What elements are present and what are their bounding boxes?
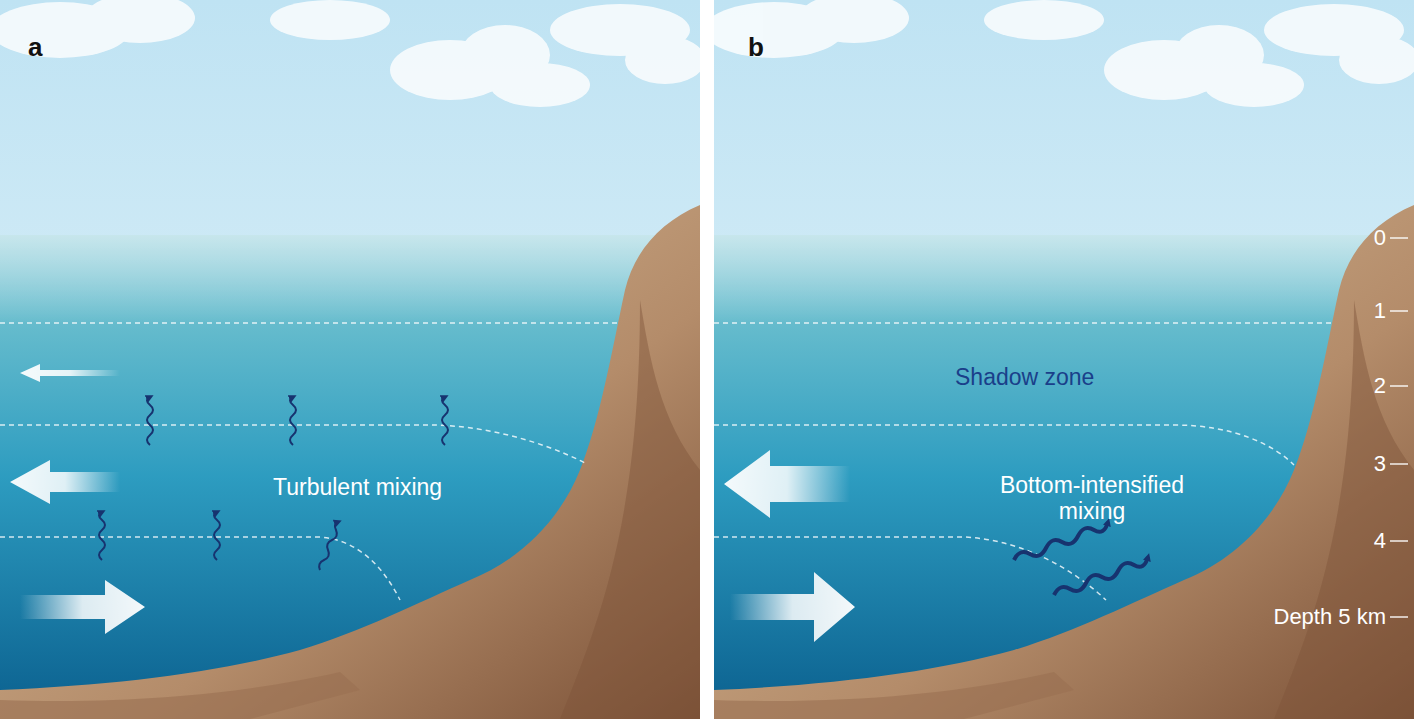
depth-tick-label: 1 [1374, 298, 1386, 323]
depth-tick-label: 3 [1374, 451, 1386, 476]
depth-axis-label: Depth 5 km [1274, 604, 1387, 629]
region-label: Bottom-intensified mixing [972, 472, 1212, 525]
panel-b [704, 0, 1414, 719]
depth-tick-label: 0 [1374, 225, 1386, 250]
panel-letter: a [28, 33, 42, 63]
depth-tick-label: 2 [1374, 373, 1386, 398]
panel-a [0, 0, 700, 719]
panel-letter: b [748, 33, 764, 63]
depth-tick-label: 4 [1374, 528, 1386, 553]
region-label: Turbulent mixing [273, 474, 442, 500]
region-label: Shadow zone [955, 364, 1094, 390]
